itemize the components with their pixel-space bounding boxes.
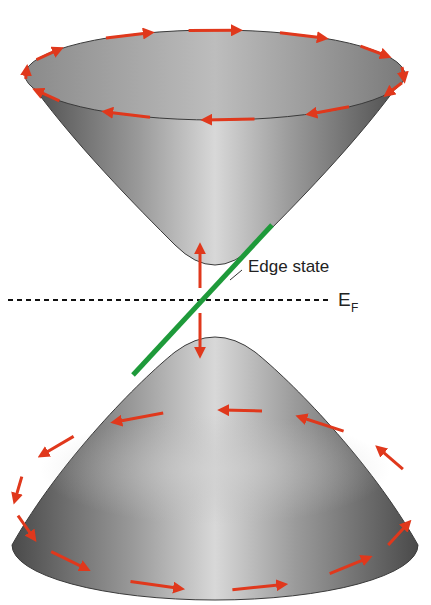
- edge-state-line: [133, 225, 272, 375]
- upper-cone-rim: [25, 30, 405, 120]
- leader-line: [230, 270, 242, 280]
- fermi-energy-symbol: E: [338, 290, 351, 309]
- fermi-level-line: [8, 299, 330, 301]
- lower-cone-highlight: [40, 415, 390, 525]
- fermi-energy-subscript: F: [351, 302, 358, 314]
- spin-arrows: [15, 30, 408, 589]
- lower-cone: [12, 337, 418, 600]
- edge-state-label: Edge state: [248, 258, 329, 275]
